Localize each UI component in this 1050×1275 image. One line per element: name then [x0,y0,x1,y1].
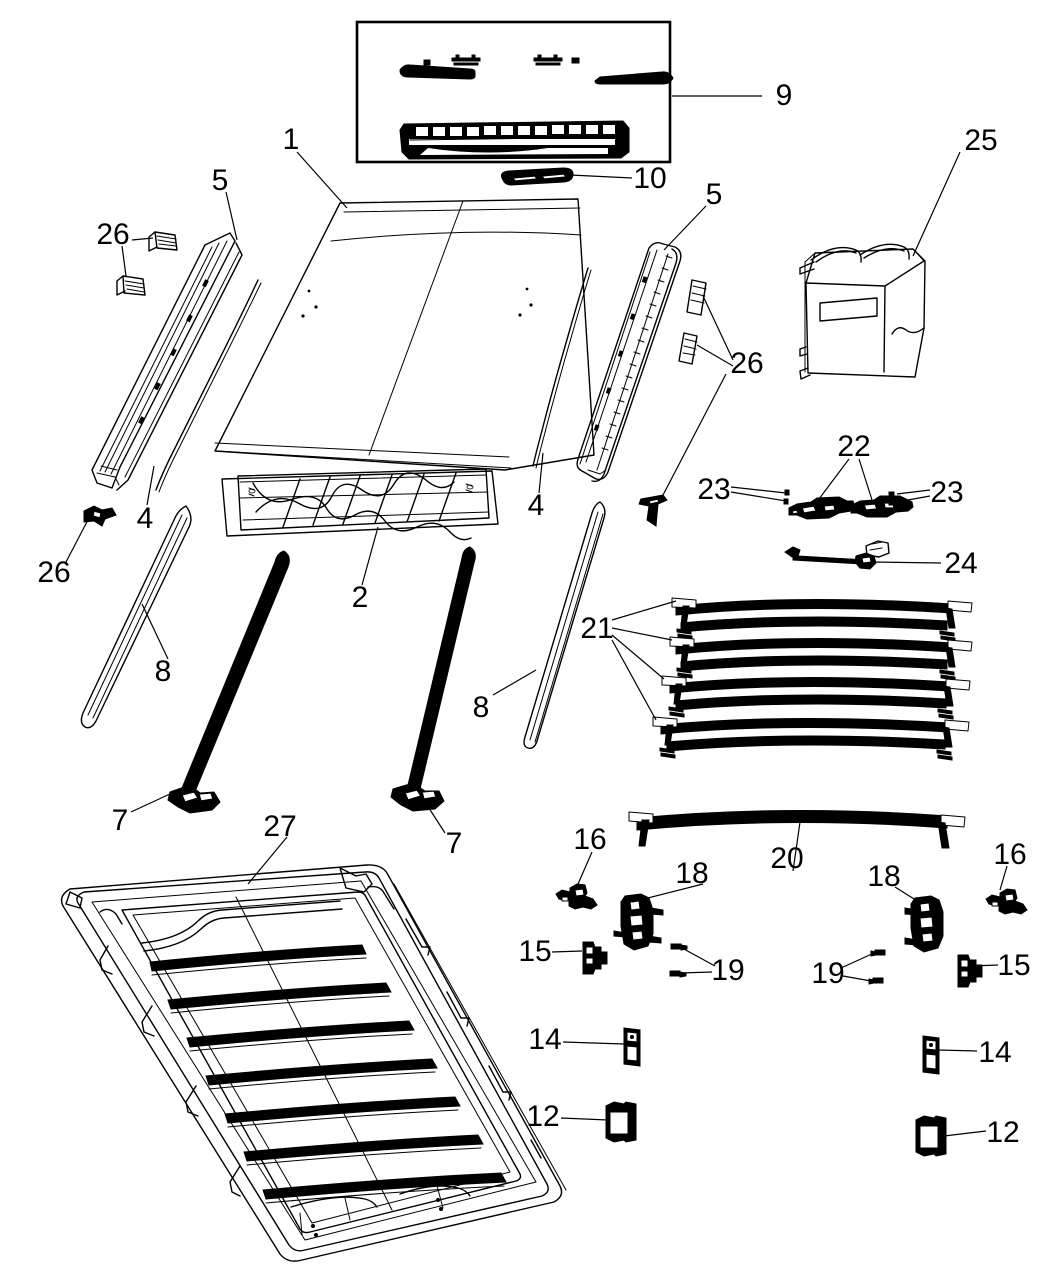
right-retainer-bar [407,546,476,790]
callout-16-right[interactable]: 16 [993,838,1027,871]
bow-assembly-2 [669,636,973,681]
roof-frame-assembly [60,864,567,1262]
callout-5-left[interactable]: 5 [211,164,229,197]
callout-24[interactable]: 24 [944,547,978,580]
callout-18-left[interactable]: 18 [675,857,709,890]
left-retainer-foot [167,784,221,814]
callout-16-left[interactable]: 16 [573,823,607,856]
callout-2[interactable]: 2 [351,581,369,614]
center-latch-cover [501,167,574,186]
right-weatherstrip [532,267,592,469]
callout-12-left[interactable]: 12 [526,1100,560,1133]
callout-26-c[interactable]: 26 [37,556,71,589]
callout-27[interactable]: 27 [263,810,297,843]
callout-7-left[interactable]: 7 [111,804,129,837]
wiring-harness [784,540,890,570]
right-side-rail [576,241,682,483]
rail-clip-lower-left [83,505,117,527]
tensioner-latch-right [850,495,914,518]
screw-right [888,491,895,506]
bracket-left [623,1027,641,1067]
bracket-right [922,1035,940,1075]
callout-14-right[interactable]: 14 [978,1036,1012,1069]
callout-18-right[interactable]: 18 [867,860,901,893]
header-trim-strips [399,54,674,85]
left-seal-strip [80,505,192,729]
callout-12-right[interactable]: 12 [986,1116,1020,1149]
striker-left [582,941,608,975]
callout-21[interactable]: 21 [580,612,614,645]
rail-end-cap-left-b [116,275,146,296]
callout-23-right[interactable]: 23 [930,476,964,509]
pin-right-lower [868,977,884,985]
callout-25[interactable]: 25 [964,124,998,157]
callout-26-a[interactable]: 26 [96,218,130,251]
callout-10[interactable]: 10 [633,162,667,195]
rail-end-cap-right-b [678,332,698,365]
bow-assembly-3 [661,675,971,720]
striker-right [957,954,983,988]
latch-assembly-left [613,893,664,951]
right-retainer-foot [390,782,445,812]
callout-15-right[interactable]: 15 [997,949,1031,982]
left-weatherstrip [155,279,262,493]
callout-19-right[interactable]: 19 [811,957,845,990]
bow-assembly-4 [652,716,970,761]
pivot-bracket-left [555,883,598,910]
callout-20[interactable]: 20 [770,842,804,875]
front-bow [628,809,966,849]
callout-9[interactable]: 9 [775,79,793,112]
callout-15-left[interactable]: 15 [518,935,552,968]
callout-22[interactable]: 22 [837,430,871,463]
left-retainer-bar [181,550,290,795]
tensioner-latch-left [788,496,856,520]
hinge-right [915,1115,947,1157]
pivot-bracket-right [985,888,1028,915]
callout-4-left[interactable]: 4 [136,502,154,535]
callout-23-left[interactable]: 23 [697,473,731,506]
callout-8-right[interactable]: 8 [472,691,490,724]
detail-inset-box [355,20,672,164]
rail-end-cap-right-a [686,279,707,316]
top-fabric-panel [214,198,595,471]
callout-5-right[interactable]: 5 [705,178,723,211]
rail-end-cap-left-a [148,231,178,252]
header-panel-assembly [221,468,499,541]
right-seal-strip [523,501,606,750]
header-trim-bar [399,120,630,160]
bow-assembly-1 [671,597,973,642]
storage-bag [799,243,926,380]
callout-19-left[interactable]: 19 [711,954,745,987]
callout-14-left[interactable]: 14 [528,1023,562,1056]
hinge-left [605,1101,637,1143]
callout-1[interactable]: 1 [282,123,300,156]
callout-7-right[interactable]: 7 [445,827,463,860]
callout-8-left[interactable]: 8 [154,655,172,688]
callout-26-b[interactable]: 26 [730,347,764,380]
screw-left [783,489,790,505]
pin-left-lower [669,970,687,978]
rail-hook-right [638,494,668,527]
callout-4-right[interactable]: 4 [527,489,545,522]
left-side-rail [91,232,243,491]
leader-lines [65,95,1008,1137]
latch-assembly-right [904,895,944,953]
